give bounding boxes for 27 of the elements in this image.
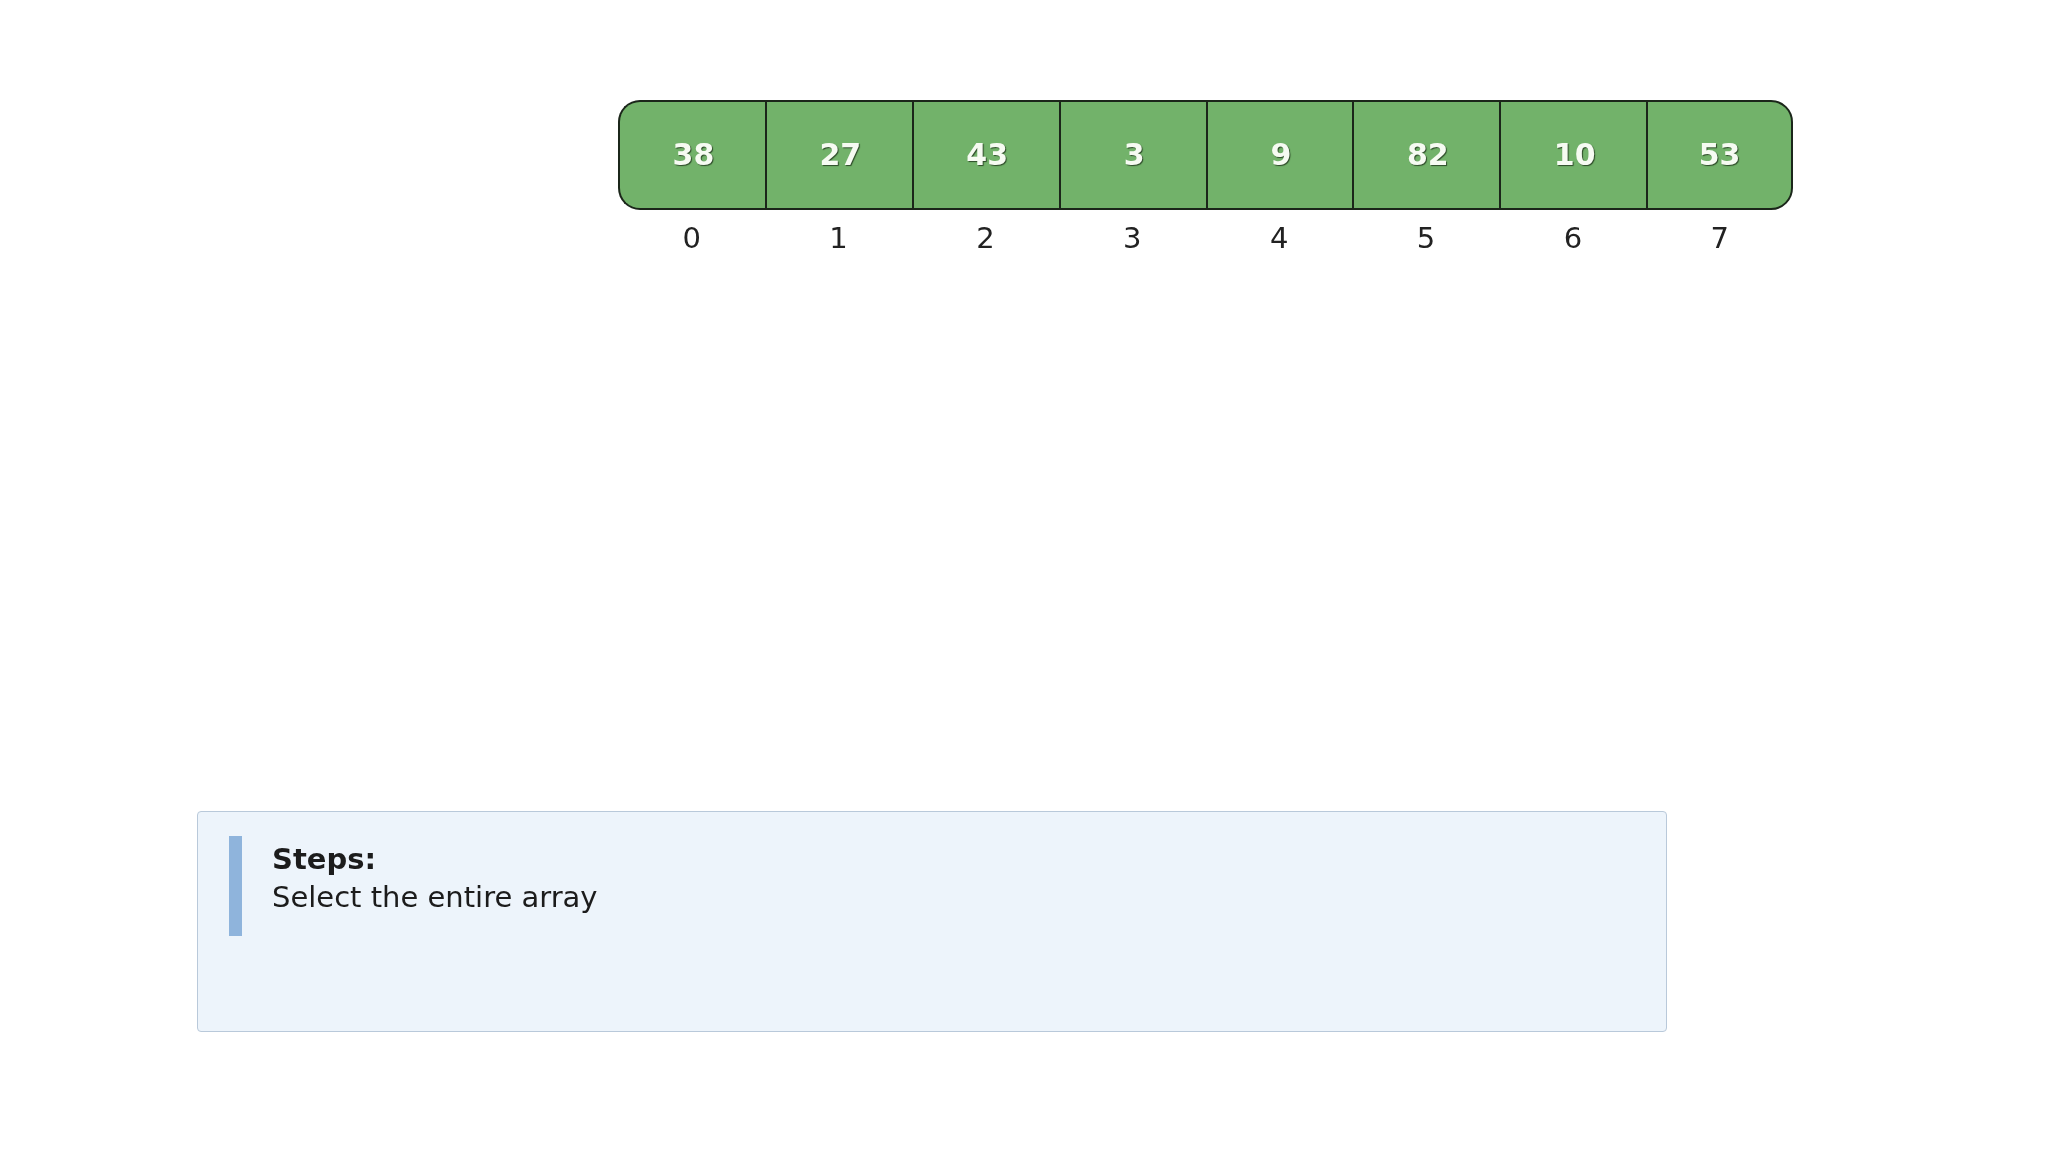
array-cell <box>618 100 767 210</box>
cell-value: 43 <box>966 140 1009 170</box>
cell-value: 53 <box>1698 140 1741 170</box>
cell-value: 9 <box>1270 140 1292 170</box>
steps-panel <box>197 811 1667 1032</box>
array-cell <box>1058 100 1208 210</box>
array-cell <box>911 100 1061 210</box>
index-label: 7 <box>1710 224 1729 253</box>
index-label: 0 <box>682 224 701 253</box>
index-label: 2 <box>976 224 995 253</box>
array-cell <box>1646 100 1793 210</box>
cell-value: 27 <box>819 140 862 170</box>
index-label: 5 <box>1416 224 1436 253</box>
index-label: 1 <box>829 224 848 253</box>
index-label: 6 <box>1563 224 1583 253</box>
cell-value: 10 <box>1553 140 1596 170</box>
array-cell <box>1499 100 1649 210</box>
array-cell <box>1352 100 1502 210</box>
array-cell <box>764 100 914 210</box>
step-text: Select the entire array <box>272 880 598 915</box>
cell-value: 38 <box>672 140 715 170</box>
array-cell <box>1205 100 1355 210</box>
cell-value: 82 <box>1406 140 1449 170</box>
steps-heading: Steps: <box>272 842 377 877</box>
index-label: 3 <box>1123 224 1142 253</box>
cell-value: 3 <box>1123 140 1145 170</box>
index-label: 4 <box>1269 224 1289 253</box>
